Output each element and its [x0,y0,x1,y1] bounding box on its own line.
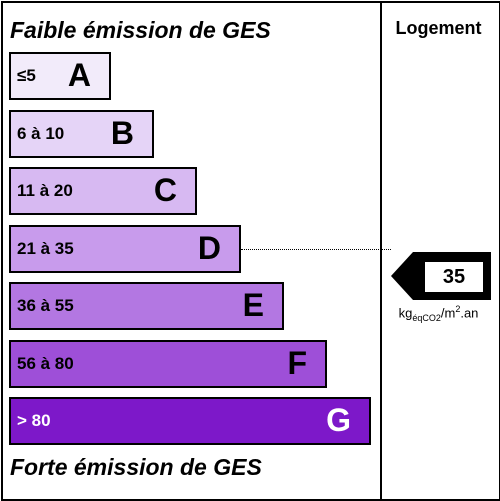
class-letter: D [197,229,221,266]
class-letter: B [110,114,134,151]
housing-column-title: Logement [395,18,482,38]
class-bar-c: 11 à 20 C [9,167,197,215]
class-letter: F [287,344,307,381]
class-range-label: 11 à 20 [17,181,73,200]
column-divider [380,3,382,499]
indicator-value: 35 [442,265,466,288]
class-bar-g: > 80 G [9,397,371,445]
class-range-label: 36 à 55 [17,296,74,315]
indicator-unit: kgéqCO2/m2.an [398,304,479,323]
class-bar-b: 6 à 10 B [9,110,154,158]
class-bar-e: 36 à 55 E [9,282,284,330]
class-letter: E [242,286,264,323]
class-range-label: 6 à 10 [17,124,65,143]
class-range-label: ≤5 [17,66,36,85]
class-letter: G [326,401,351,438]
class-range-label: > 80 [17,411,51,430]
class-bar-a: ≤5 A [9,52,111,100]
class-letter: C [153,171,177,208]
low-emission-title: Faible émission de GES [10,17,271,43]
class-letter: A [67,56,91,93]
indicator-leader-line [241,249,391,250]
indicator-arrow [391,252,491,300]
class-range-label: 21 à 35 [17,239,74,258]
class-range-label: 56 à 80 [17,354,74,373]
class-bar-f: 56 à 80 F [9,340,327,388]
high-emission-title: Forte émission de GES [10,454,262,480]
class-bar-d: 21 à 35 D [9,225,241,273]
